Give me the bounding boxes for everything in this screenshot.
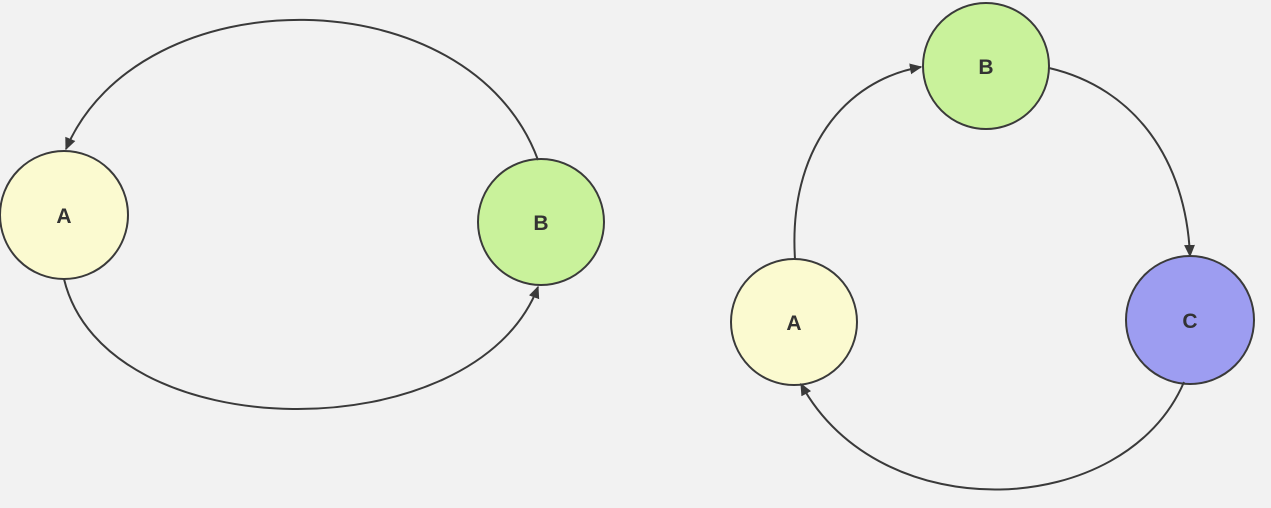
- edge-B-to-C: [1048, 67, 1195, 258]
- node-right-C-label: C: [1182, 310, 1197, 333]
- node-left-B-label: B: [533, 212, 548, 235]
- node-left-A: A: [0, 150, 129, 280]
- node-left-A-label: A: [56, 205, 71, 228]
- edge-C-to-A: [800, 381, 1185, 491]
- node-right-B-label: B: [978, 56, 993, 79]
- edge-B-to-A: [65, 18, 539, 161]
- edge-A-to-B: [63, 278, 540, 410]
- node-right-B-shape: [922, 2, 1050, 130]
- node-right-A: A: [730, 258, 858, 386]
- node-right-C: C: [1125, 255, 1255, 385]
- node-left-B: B: [477, 158, 605, 286]
- node-right-B: B: [922, 2, 1050, 130]
- edge-A-to-B-right: [793, 63, 923, 260]
- node-left-B-shape: [477, 158, 605, 286]
- node-right-A-label: A: [786, 312, 801, 335]
- diagram-two-node-cycle: A B: [0, 18, 605, 410]
- node-left-A-shape: [0, 150, 129, 280]
- diagram-three-node-cycle: A B C: [730, 2, 1255, 491]
